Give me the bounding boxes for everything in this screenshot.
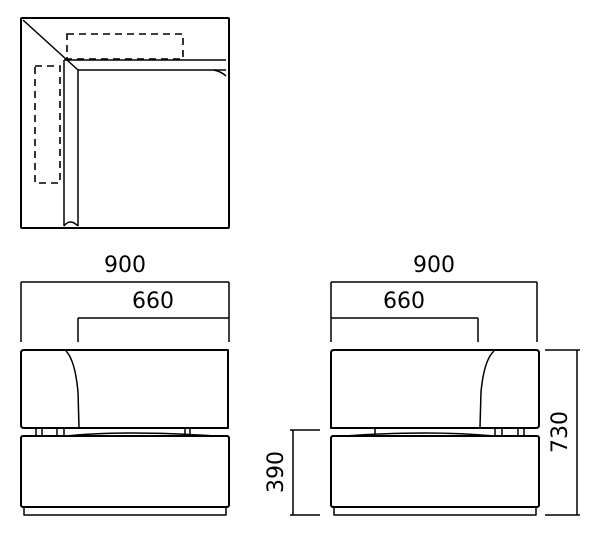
top-view-corner-seam: [22, 19, 79, 71]
front-view: 900 660: [20, 253, 230, 516]
dim-front-inner-width-label: 660: [132, 289, 174, 314]
dim-total-height-label: 730: [548, 411, 573, 453]
dim-seat-height-label: 390: [264, 451, 289, 493]
dim-side-width-label: 900: [413, 253, 455, 278]
side-back-cushion: [330, 349, 540, 429]
side-seat-top-curve: [344, 432, 495, 437]
top-view: [20, 17, 230, 229]
side-arm-curve: [479, 350, 495, 428]
side-view: 900 660 390 730: [264, 253, 580, 516]
front-seat-top-curve: [65, 432, 216, 437]
top-view-back-cushion-dashed: [66, 33, 184, 60]
front-legs: [35, 428, 191, 436]
top-view-back-end: [213, 69, 227, 77]
front-seat-base: [20, 435, 230, 508]
front-arm-curve: [65, 350, 80, 428]
top-view-outline: [20, 17, 230, 229]
front-back-cushion: [20, 349, 229, 429]
front-plinth: [23, 506, 227, 516]
side-plinth: [333, 506, 537, 516]
top-view-arm-end: [63, 221, 79, 227]
top-view-arm-cushion-dashed: [34, 65, 61, 184]
dim-side-inner-width-label: 660: [383, 289, 425, 314]
dim-front-width-label: 900: [104, 253, 146, 278]
side-seat-base: [330, 435, 540, 508]
side-legs: [374, 428, 525, 436]
